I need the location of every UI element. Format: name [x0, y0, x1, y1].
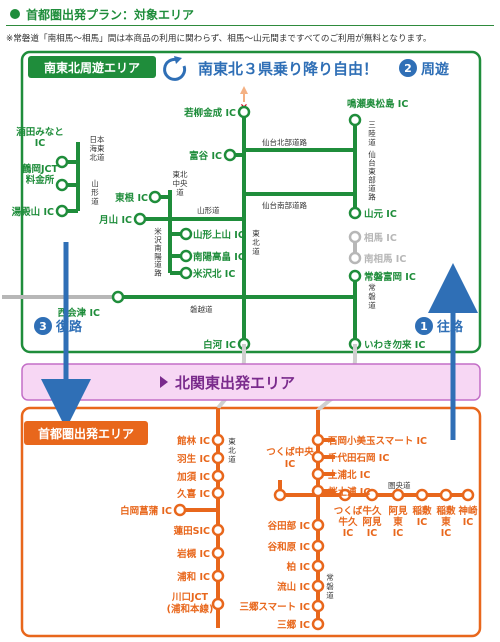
ic-nanyo-takahata: 南陽高畠 IC — [193, 251, 245, 263]
road-sendai-nanbu: 仙台南部道路 — [262, 200, 307, 210]
south-tohoku-area-box — [20, 50, 482, 354]
ic-kawaguchi: 川口JCT(浦和本線) — [167, 592, 214, 615]
road-yonezawa-nanyo: 米沢南陽道路 — [154, 226, 162, 278]
road-tohoku-do: 東北道 — [252, 228, 260, 256]
road-tohoku-chuo: 東北中央道 — [173, 169, 188, 197]
south-tohoku-tab — [28, 56, 156, 78]
road-banetsu: 磐越道 — [190, 304, 213, 314]
road-yamagata-do: 山形道 — [197, 205, 220, 215]
road-sanriku: 三陸道 — [368, 120, 376, 147]
outbound-label: 往路 — [437, 319, 464, 335]
page-title: 首都圏出発プラン：対象エリア — [26, 8, 195, 22]
ic-hasuda: 蓮田SIC — [174, 525, 210, 537]
step-3-icon — [34, 317, 52, 335]
shutoken-area-box — [20, 406, 482, 638]
ic-higashine: 東根 IC — [114, 192, 148, 204]
step-1-icon — [415, 317, 433, 335]
ic-narusejo: 鳴瀬奥松島 IC — [347, 98, 408, 110]
road-tohoku-do2: 東北道 — [228, 436, 236, 464]
ic-iwatsuki: 岩槻 IC — [176, 548, 210, 560]
road-ken-o: 圏央道 — [388, 480, 411, 490]
ic-misato-smart: 三郷スマート IC — [239, 601, 310, 613]
ic-yawara: 谷和原 IC — [268, 541, 310, 553]
toll-note: ※常磐道「南相馬～相馬」間は本商品の利用に関わらず、相馬～山元間まですべてのご利… — [6, 34, 432, 44]
ic-soma: 相馬 IC — [364, 232, 397, 244]
road-yamagata-do2: 山形道 — [91, 178, 99, 206]
ic-nagareyama: 流山 IC — [277, 581, 310, 593]
north-kanto-title: 北関東出発エリア — [175, 374, 295, 392]
ic-urawa: 浦和 IC — [177, 571, 210, 583]
ic-kuki: 久喜 IC — [177, 488, 210, 500]
ic-joban-tomioka: 常磐富岡 IC — [364, 271, 416, 283]
ic-shiraoka: 白岡菖蒲 IC — [120, 505, 172, 517]
shutoken-title: 首都圏出発エリア — [38, 426, 134, 441]
road-sendai-tobu: 仙台東部道路 — [368, 149, 376, 202]
road-joban-do2: 常磐道 — [326, 573, 334, 600]
step-2-icon — [399, 59, 417, 77]
road-joban-do: 常磐道 — [368, 283, 376, 310]
ic-sakura-tsuchiura: 桜土浦 IC — [328, 486, 370, 498]
road-sendai-hokubu: 仙台北部道路 — [262, 137, 307, 147]
svg-text:3: 3 — [39, 320, 47, 333]
ic-yamagata-kaminoyama: 山形上山 IC — [193, 229, 245, 241]
ic-tomiya: 富谷 IC — [189, 150, 222, 162]
banner-suffix: 周遊 — [421, 61, 449, 78]
ic-wakayanagi: 若柳金成 IC — [183, 107, 236, 119]
banner-text: 南東北３県乗り降り自由！ — [198, 60, 378, 78]
green-ic-nodes — [55, 105, 362, 351]
ic-gassan: 月山 IC — [98, 214, 132, 226]
ic-ishioka: 石岡小美玉スマート IC — [327, 435, 427, 447]
ic-yamamoto: 山元 IC — [364, 208, 397, 220]
north-kanto-band — [21, 363, 481, 401]
ic-chiyoda: 千代田石岡 IC — [328, 452, 389, 464]
ic-minamisoma: 南相馬 IC — [364, 253, 406, 265]
ic-tatebayashi: 館林 IC — [176, 435, 210, 447]
ic-yudonosan: 湯殿山 IC — [12, 206, 54, 218]
ic-kazo: 加須 IC — [176, 471, 210, 483]
ic-yatabe: 谷田部 IC — [268, 520, 310, 532]
rotation-icon — [163, 56, 187, 81]
ic-hanyu: 羽生 IC — [177, 453, 210, 465]
svg-text:1: 1 — [420, 320, 428, 333]
south-tohoku-title: 南東北周遊エリア — [44, 60, 140, 75]
shutoken-tab — [24, 421, 148, 445]
ic-shirakawa: 白河 IC — [203, 339, 236, 351]
ic-kashiwa: 柏 IC — [287, 561, 310, 573]
step-2-num: 2 — [404, 62, 412, 75]
return-label: 復路 — [55, 319, 83, 335]
road-nihonkai: 日本海東北道 — [90, 134, 105, 162]
orange-ic-nodes — [173, 433, 475, 631]
ic-tsuchiura-kita: 土浦北 IC — [328, 469, 370, 481]
section-header: 首都圏出発プラン：対象エリア — [6, 5, 494, 26]
ic-yonezawa-kita: 米沢北 IC — [192, 268, 235, 280]
ic-iwaki-nakoso: いわき勿来 IC — [364, 339, 425, 351]
bullet-icon — [10, 9, 20, 19]
ic-misato: 三郷 IC — [277, 619, 310, 631]
